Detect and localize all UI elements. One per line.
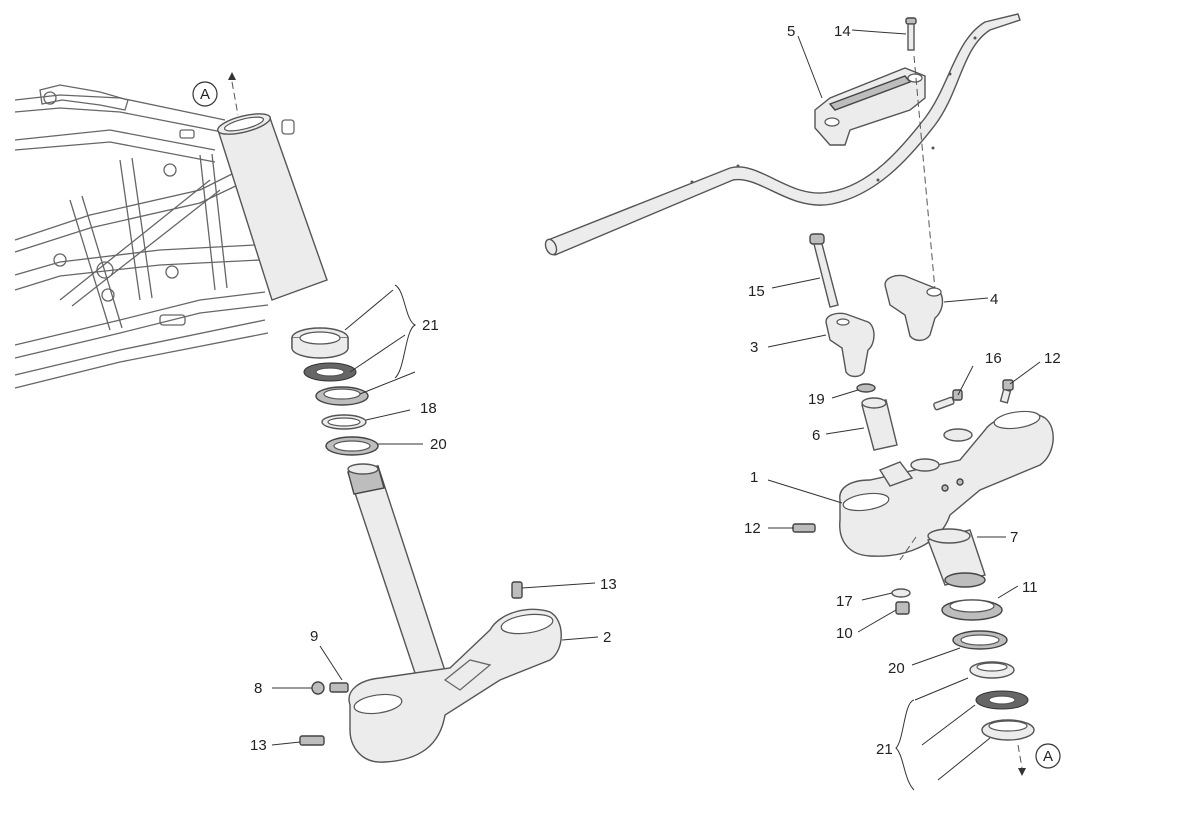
lower-bearing-set [969, 661, 1035, 741]
frame-assembly [14, 84, 295, 389]
marker-a-label-left: A [200, 86, 210, 103]
lower-yoke [348, 608, 562, 763]
callout-8: 8 [254, 680, 262, 697]
callout-18: 18 [420, 400, 437, 417]
head-tube [217, 113, 328, 301]
callout-11: 11 [1022, 579, 1038, 596]
handlebar [544, 13, 1021, 256]
callout-20-left: 20 [430, 436, 447, 453]
bolt-12-lower [792, 523, 816, 533]
callout-12-lower: 12 [744, 520, 761, 537]
callout-9: 9 [310, 628, 318, 645]
bolt-15 [809, 233, 839, 308]
callout-15: 15 [748, 283, 765, 300]
reference-marker-a-right: A [1017, 743, 1061, 776]
bolt-14 [905, 17, 917, 51]
callout-20-right: 20 [888, 660, 905, 677]
washer-17 [891, 588, 911, 598]
stem-nut-7 [927, 528, 986, 588]
adjusting-ring-11 [941, 599, 1003, 621]
bolt-13-upper [511, 581, 523, 599]
callout-5: 5 [787, 23, 795, 40]
callout-6: 6 [812, 427, 820, 444]
callout-19: 19 [808, 391, 825, 408]
callout-13-upper: 13 [600, 576, 617, 593]
handlebar-clamp-top [814, 67, 926, 146]
handlebar-riser-left [825, 312, 875, 378]
seal-ring [321, 414, 367, 430]
callout-17: 17 [836, 593, 853, 610]
nut-8 [311, 681, 325, 695]
callout-12-upper: 12 [1044, 350, 1061, 367]
callout-10: 10 [836, 625, 853, 642]
upper-yoke [839, 410, 1054, 557]
bolt-13-lower [299, 735, 325, 746]
callout-13-lower: 13 [250, 737, 267, 754]
handlebar-riser-right [884, 274, 944, 342]
screw-9 [329, 682, 349, 693]
steering-stem [347, 463, 449, 689]
bolt-12-upper [999, 379, 1014, 404]
callout-3: 3 [750, 339, 758, 356]
callout-21-left: 21 [422, 317, 439, 334]
callout-1: 1 [750, 469, 758, 486]
marker-a-label-right: A [1043, 748, 1053, 765]
callout-21-right: 21 [876, 741, 893, 758]
washer-19 [856, 383, 876, 393]
callout-4: 4 [990, 291, 998, 308]
bolt-16 [933, 389, 963, 411]
dust-seal-right [952, 630, 1008, 650]
callout-2: 2 [603, 629, 611, 646]
upper-bearing-set [291, 327, 369, 406]
spacer-6 [861, 397, 898, 451]
nut-10 [895, 601, 910, 615]
callout-16: 16 [985, 350, 1002, 367]
callout-14: 14 [834, 23, 851, 40]
dust-seal [325, 436, 379, 456]
reference-marker-a-left: A [192, 72, 239, 116]
callout-7: 7 [1010, 529, 1018, 546]
